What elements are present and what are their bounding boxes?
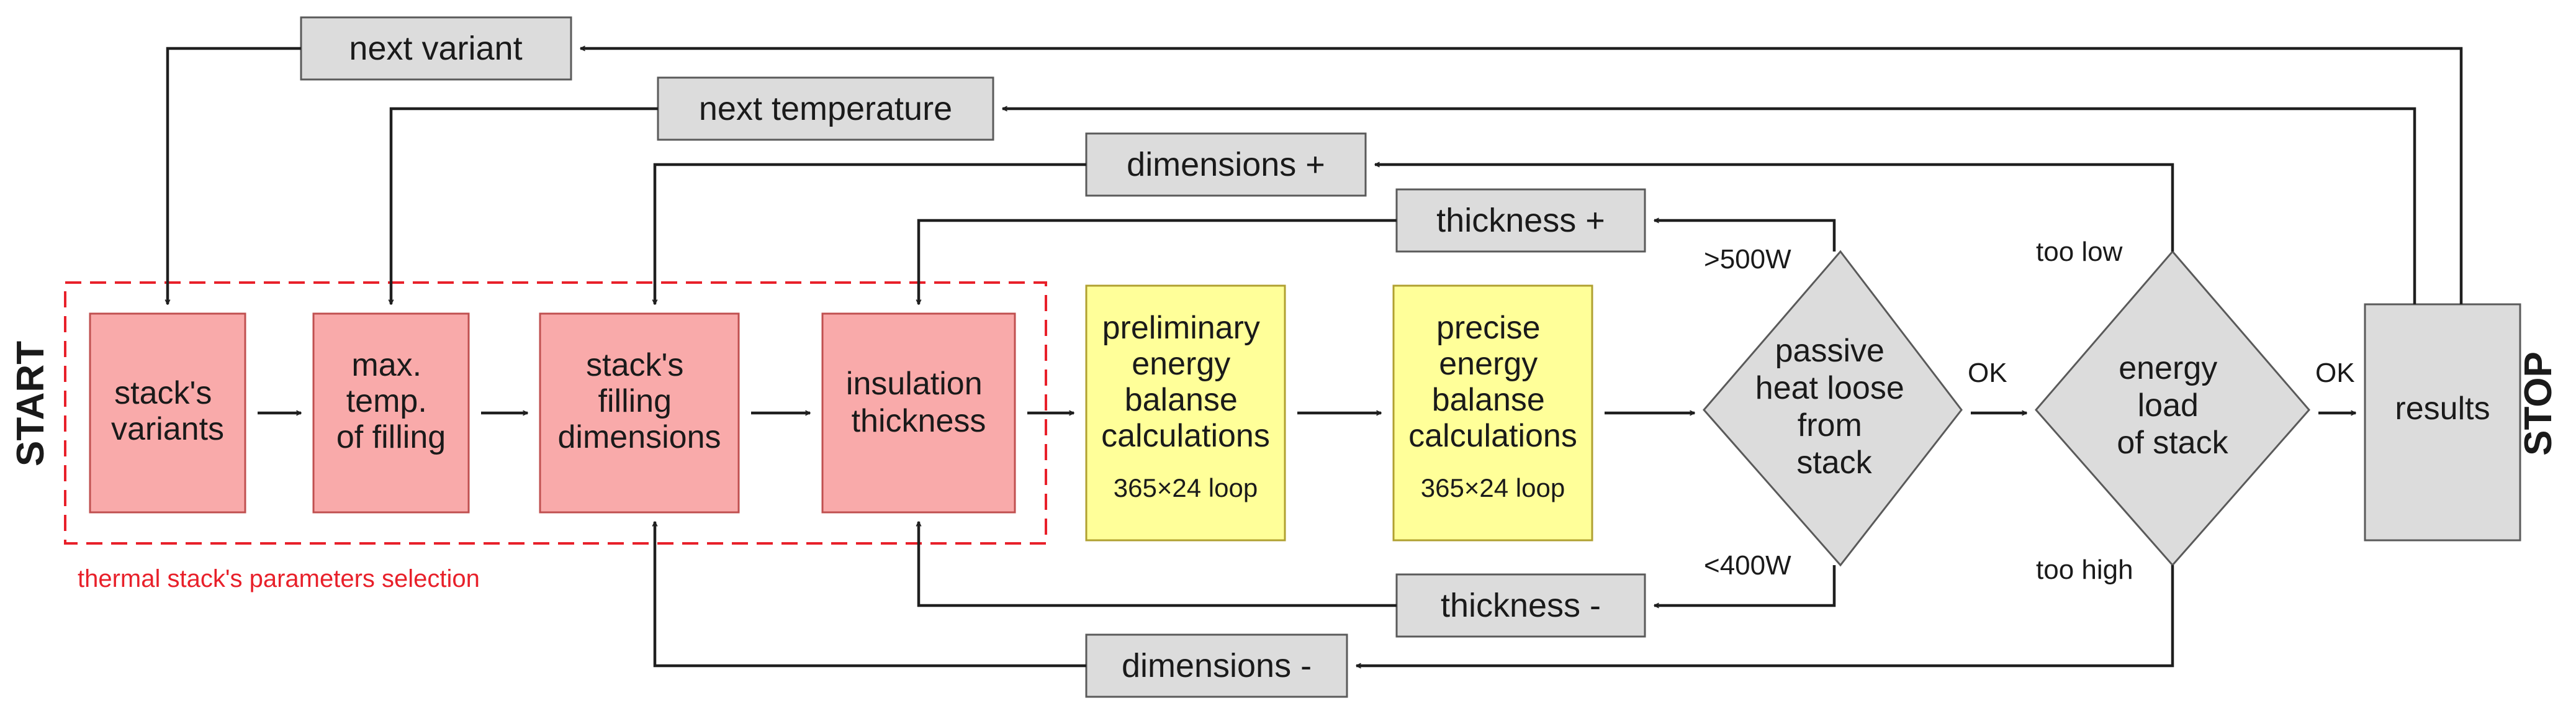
energy-load-line-3: of stack [2117,425,2228,461]
thickness-plus-box [1395,188,1646,253]
next-temperature-text: next temperature [699,90,952,127]
precise-line-3: balanse [1432,382,1545,418]
next-variant-box [300,16,572,81]
dimensions-plus-text: dimensions + [1127,146,1325,183]
dimensions-minus-text: dimensions - [1122,647,1312,684]
variants-line-2: variants [111,411,224,447]
results-box [2364,303,2521,542]
dimensions-minus-box [1085,633,1348,698]
preliminary-line-4: calculations [1101,418,1270,454]
filling-dimensions-line-2: filling [598,383,672,419]
loop-results-to-next-variant [580,48,2463,304]
stop-label: STOP [2517,352,2560,456]
insulation-box [821,312,1016,514]
thickness-plus-text: thickness + [1436,202,1605,239]
loop-dimensions-plus-to-filling [655,163,1086,304]
ok-label-1: OK [1968,358,2007,388]
loop-too-high-to-dimensions-minus [1356,565,2174,666]
start-label: START [9,341,52,466]
insulation-line-1: insulation [846,366,983,402]
max-temp-line-3: of filling [336,419,446,455]
insulation-line-2: thickness [852,403,986,439]
insulation-text: insulation thickness [846,366,991,439]
precise-text: precise energy balanse calculations [1408,310,1577,454]
passive-text: passive heat loose from stack [1755,333,1913,481]
next-variant-text: next variant [349,30,522,67]
energy-load-text: energy load of stack [2117,350,2228,461]
passive-line-2: heat loose [1755,370,1904,406]
passive-line-4: stack [1796,445,1872,481]
precise-line-2: energy [1439,346,1538,382]
loop-thickness-minus-to-insulation [919,522,1397,607]
passive-line-3: from [1798,407,1862,443]
loop-next-temperature-to-max-temp [391,107,658,304]
loop-too-low-to-dimensions-plus [1375,165,2174,252]
thickness-minus-text: thickness - [1441,587,1601,624]
precise-box [1392,284,1593,542]
filling-dimensions-line-1: stack's [586,347,683,383]
precise-line-4: calculations [1408,418,1577,454]
preliminary-loop: 365×24 loop [1114,473,1258,502]
max-temp-text: max. temp. of filling [336,347,446,455]
dimensions-plus-box [1085,132,1367,197]
results-text: results [2395,391,2490,427]
energy-load-line-1: energy [2119,350,2217,386]
variants-box [89,312,246,514]
max-temp-line-1: max. [351,347,421,383]
filling-dimensions-line-3: dimensions [557,419,721,455]
preliminary-text: preliminary energy balanse calculations [1101,310,1270,454]
max-temp-box [312,312,470,514]
energy-load-line-2: load [2138,388,2199,424]
loop-results-to-next-temperature [1002,109,2416,304]
group-label: thermal stack's parameters selection [78,565,480,592]
preliminary-line-1: preliminary [1102,310,1260,346]
filling-dimensions-box [539,312,740,514]
ok-label-2: OK [2315,358,2355,388]
loop-next-variant-to-variants [168,47,301,304]
too-high-label: too high [2036,555,2133,585]
precise-line-1: precise [1436,310,1541,346]
max-temp-line-2: temp. [346,383,427,419]
preliminary-line-3: balanse [1125,382,1238,418]
variants-text: stack's variants [111,375,224,447]
preliminary-box [1085,284,1286,542]
next-temperature-box [657,76,994,141]
preliminary-line-2: energy [1132,346,1230,382]
passive-diamond [1703,250,1963,567]
loop-under-400-to-thickness-minus [1654,565,1836,605]
too-low-label: too low [2036,237,2123,267]
loop-dimensions-minus-to-filling [655,522,1086,668]
variants-line-1: stack's [114,375,212,411]
passive-line-1: passive [1775,333,1885,369]
filling-dimensions-text: stack's filling dimensions [557,347,721,455]
loop-over-500-to-thickness-plus [1654,220,1836,252]
loop-thickness-plus-to-insulation [919,219,1397,304]
precise-loop: 365×24 loop [1421,473,1565,502]
over-500-label: >500W [1704,244,1791,274]
under-400-label: <400W [1704,550,1791,581]
